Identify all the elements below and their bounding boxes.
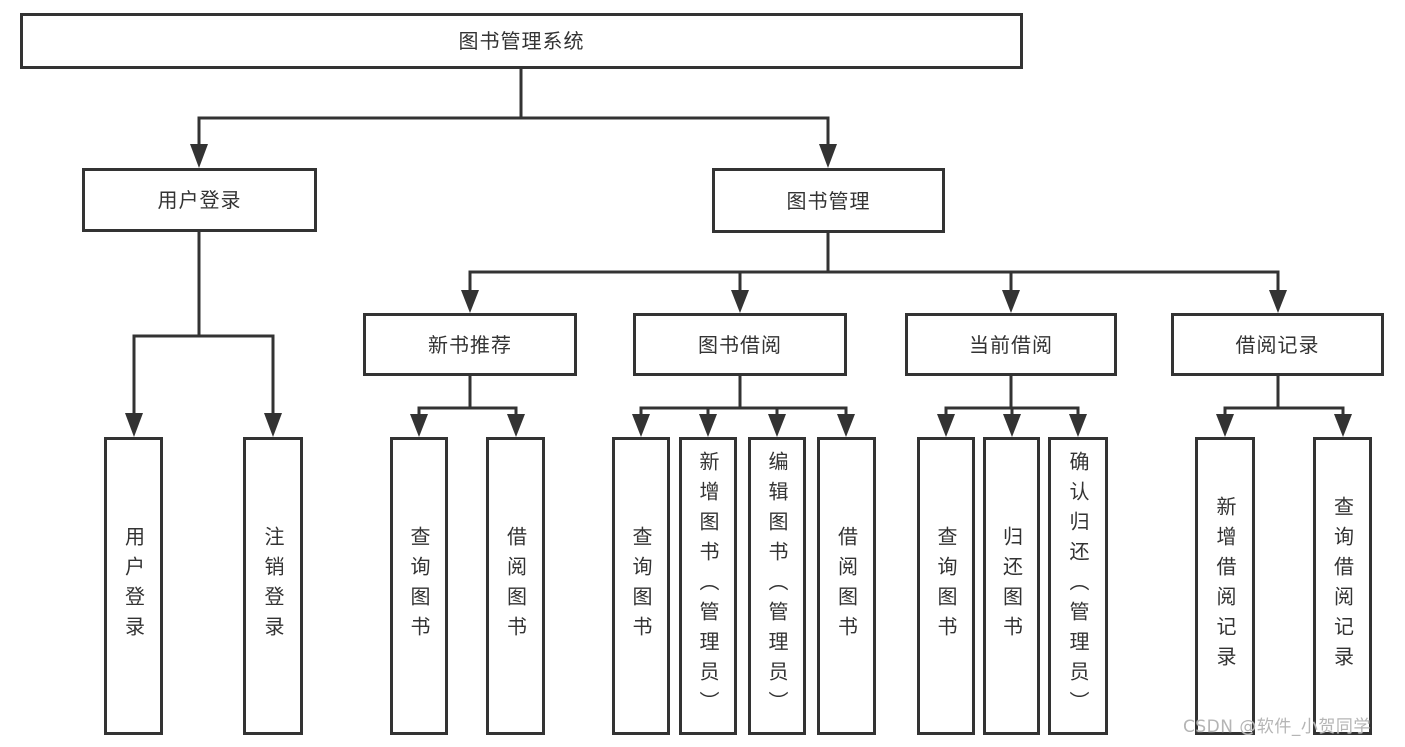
arrowhead (768, 414, 786, 437)
csdn-watermark: CSDN @软件_小贺同学 (1183, 717, 1371, 737)
arrowhead (837, 414, 855, 437)
leaf-confirm-return-admin: 确认归还（管理员） (1048, 437, 1108, 735)
arrowhead (507, 414, 525, 437)
leaf-add-borrow-record: 新增借阅记录 (1195, 437, 1255, 735)
leaf-logout: 注销登录 (243, 437, 303, 735)
node-user-login: 用户登录 (82, 168, 317, 232)
arrowhead (264, 413, 282, 437)
leaf-borrow-books-under-borrowing: 借阅图书 (817, 437, 876, 735)
node-library-management-system: 图书管理系统 (20, 13, 1023, 69)
leaf-borrow-books-under-new-books: 借阅图书 (486, 437, 545, 735)
leaf-edit-books-admin: 编辑图书（管理员） (748, 437, 806, 735)
leaf-query-borrow-record: 查询借阅记录 (1313, 437, 1372, 735)
node-current-borrowing: 当前借阅 (905, 313, 1117, 376)
leaf-query-books-under-current: 查询图书 (917, 437, 975, 735)
node-borrowing-records: 借阅记录 (1171, 313, 1384, 376)
arrowhead (937, 414, 955, 437)
arrowhead (1003, 414, 1021, 437)
leaf-user-login: 用户登录 (104, 437, 163, 735)
arrowhead (1069, 414, 1087, 437)
arrowhead (632, 414, 650, 437)
node-book-borrowing: 图书借阅 (633, 313, 847, 376)
arrowhead (1334, 414, 1352, 437)
arrowhead (461, 290, 479, 313)
leaf-add-books-admin: 新增图书（管理员） (679, 437, 737, 735)
node-new-book-recommendation: 新书推荐 (363, 313, 577, 376)
node-book-management: 图书管理 (712, 168, 945, 233)
arrowhead (1269, 290, 1287, 313)
arrowhead (1216, 414, 1234, 437)
arrowhead (819, 144, 837, 168)
arrowhead (731, 290, 749, 313)
arrowhead (699, 414, 717, 437)
arrowhead (125, 413, 143, 437)
arrowhead (410, 414, 428, 437)
leaf-query-books-under-borrowing: 查询图书 (612, 437, 670, 735)
leaf-query-books-under-new-books: 查询图书 (390, 437, 448, 735)
leaf-return-books: 归还图书 (983, 437, 1040, 735)
arrowhead (1002, 290, 1020, 313)
arrowhead (190, 144, 208, 168)
